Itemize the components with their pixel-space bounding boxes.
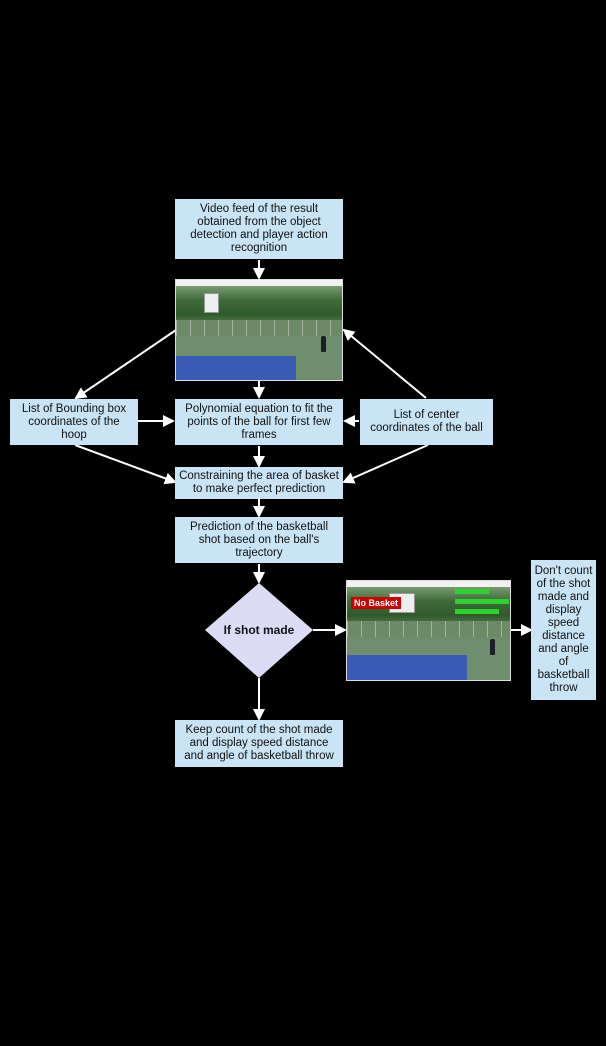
node-keep-count: Keep count of the shot made and display …: [175, 720, 343, 767]
node-center-coords: List of center coordinates of the ball: [360, 399, 493, 445]
arrow-screenshot-to-bbox: [74, 329, 177, 400]
node-constraining: Constraining the area of basket to make …: [175, 467, 343, 499]
arrow-center-to-constraining: [342, 444, 429, 484]
court-screenshot-1: [175, 279, 343, 381]
player: [321, 336, 326, 352]
node-bounding-box: List of Bounding box coordinates of the …: [10, 399, 138, 445]
stat-label: [455, 599, 509, 604]
node-prediction: Prediction of the basketball shot based …: [175, 517, 343, 563]
node-dont-count: Don't count of the shot made and display…: [531, 560, 596, 700]
decision-label: If shot made: [223, 623, 295, 637]
screenshot-titlebar: [176, 280, 342, 286]
node-polynomial: Polynomial equation to fit the points of…: [175, 399, 343, 445]
backboard: [204, 293, 219, 313]
no-basket-overlay: No Basket: [351, 597, 402, 609]
screenshot-titlebar: [347, 581, 510, 587]
court-screenshot-2: No Basket: [346, 580, 511, 681]
decision-diamond: [205, 583, 313, 678]
node-video-feed: Video feed of the result obtained from t…: [175, 199, 343, 259]
arrow-center-to-screenshot: [342, 328, 427, 399]
player: [490, 639, 495, 655]
stat-label: [455, 589, 489, 594]
arrow-bbox-to-constraining: [74, 444, 177, 485]
stat-label: [455, 609, 499, 614]
